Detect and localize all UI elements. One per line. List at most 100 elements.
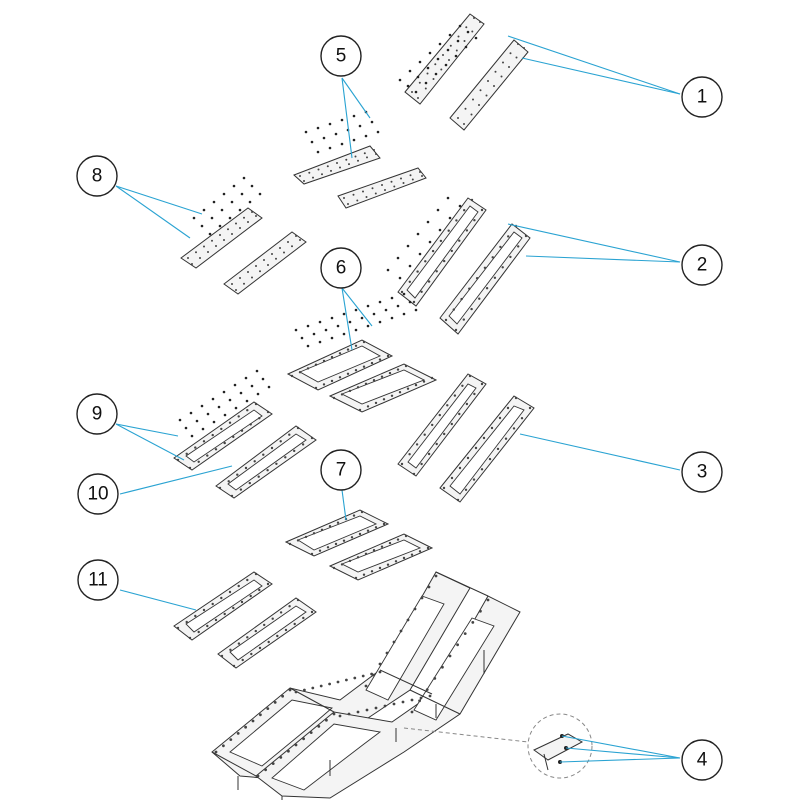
leader-2a	[507, 223, 681, 263]
hole	[188, 636, 192, 640]
hole	[254, 402, 258, 406]
screw	[195, 419, 199, 423]
hole	[517, 43, 519, 45]
hole	[220, 596, 223, 600]
screw	[206, 412, 210, 416]
hole	[479, 609, 482, 613]
hole	[267, 640, 270, 644]
hole	[431, 423, 434, 427]
hole	[345, 158, 348, 161]
screw	[366, 304, 370, 308]
screw	[342, 332, 346, 336]
hole	[312, 176, 314, 179]
screw	[464, 45, 468, 49]
hole	[194, 614, 197, 618]
hole	[346, 348, 350, 351]
hole	[251, 211, 253, 213]
screw	[178, 418, 182, 422]
hole	[334, 542, 338, 546]
hole	[374, 526, 378, 529]
hole	[362, 365, 366, 368]
screw	[318, 340, 322, 344]
hole	[400, 177, 402, 180]
screw	[396, 304, 400, 308]
screw	[428, 51, 432, 55]
screw	[304, 130, 308, 134]
hole	[228, 590, 232, 594]
hole	[404, 534, 408, 538]
hole	[424, 260, 427, 263]
hole	[325, 718, 328, 722]
hole	[408, 453, 411, 456]
frame-2-screws	[386, 196, 462, 280]
hole	[410, 553, 414, 556]
hole	[420, 462, 423, 466]
callout-8: 8	[76, 155, 118, 197]
hole	[365, 196, 368, 198]
hole	[431, 249, 435, 253]
hole	[296, 539, 300, 542]
hole	[380, 375, 384, 378]
hole	[512, 427, 516, 430]
plate-5a	[293, 145, 381, 185]
callout-1: 1	[681, 76, 723, 118]
hole	[370, 361, 374, 365]
callout-label: 2	[697, 255, 708, 276]
frame-9-screws	[178, 369, 271, 438]
screw	[250, 384, 254, 388]
hole	[356, 556, 360, 559]
hole	[248, 481, 251, 485]
hole	[528, 406, 532, 410]
screw	[378, 320, 382, 324]
hole	[418, 699, 421, 703]
hole	[399, 629, 403, 633]
frame-3-holes	[400, 374, 532, 502]
hole	[472, 478, 476, 481]
hole	[287, 241, 289, 243]
screw	[408, 69, 412, 73]
hole	[296, 598, 300, 602]
hole	[372, 379, 376, 382]
leader-1a	[507, 35, 681, 95]
hole	[235, 289, 237, 291]
hole	[338, 376, 342, 379]
hole	[246, 409, 249, 412]
hole	[398, 391, 402, 394]
hole	[371, 187, 374, 190]
hole	[470, 307, 473, 311]
hole	[439, 239, 443, 243]
hole	[427, 585, 431, 589]
screw	[366, 324, 370, 328]
screw	[406, 244, 410, 248]
hole	[257, 475, 260, 478]
hole	[302, 737, 305, 741]
hole	[296, 426, 300, 430]
hole	[356, 199, 359, 202]
hole	[509, 52, 512, 55]
hole	[237, 642, 241, 645]
leader-7	[341, 489, 347, 521]
screw	[261, 377, 265, 381]
hole	[443, 259, 446, 263]
screw	[354, 328, 358, 332]
screw	[390, 316, 394, 320]
hole	[251, 719, 255, 723]
hole	[386, 563, 390, 566]
hole	[412, 472, 416, 476]
hole	[499, 245, 502, 249]
hole	[366, 405, 370, 408]
screw	[306, 324, 310, 328]
hole	[486, 598, 490, 602]
callout-label: 10	[87, 484, 108, 505]
hole	[450, 249, 453, 253]
hole	[291, 245, 293, 248]
callout-7: 7	[320, 449, 362, 491]
hole	[235, 222, 237, 225]
hole	[416, 270, 419, 273]
hole	[354, 369, 358, 372]
hole	[353, 676, 357, 680]
hole	[301, 443, 305, 446]
hole	[404, 364, 408, 368]
hole	[524, 234, 528, 238]
